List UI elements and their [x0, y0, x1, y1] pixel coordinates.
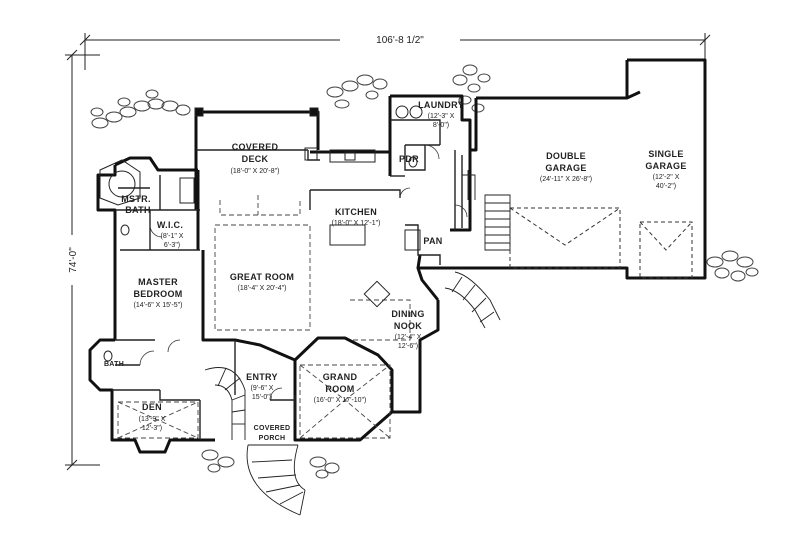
master-bedroom-label-2: BEDROOM — [133, 289, 182, 299]
exterior-walls — [88, 58, 707, 454]
mstr-bath-label: MSTR. — [121, 194, 151, 204]
pan-label: PAN — [423, 236, 442, 246]
great-room-label: GREAT ROOM — [230, 272, 294, 282]
covered-deck-label: COVERED — [232, 142, 279, 152]
wic-label: W.I.C. — [157, 220, 183, 230]
pdr-label: PDR — [399, 154, 419, 164]
covered-porch-label: COVERED — [254, 425, 291, 432]
dining-nook-dims-2: 12'-6") — [398, 343, 418, 350]
stairs-porch-curved — [246, 444, 306, 516]
grand-room-label: GRAND — [323, 372, 358, 382]
garage-doors — [509, 207, 693, 279]
mstr-bath-label-2: BATH — [125, 205, 151, 215]
kitchen-dims: (18'-0" X 12'-1") — [332, 220, 381, 227]
great-room-dims: (18'-4" X 20'-4") — [238, 285, 287, 292]
master-bedroom-label: MASTER — [138, 277, 178, 287]
dining-nook-label-2: NOOK — [394, 321, 422, 331]
laundry-dims-1: (12'-3" X — [428, 113, 455, 120]
room-labels: COVERED DECK (18'-0" X 20'-8") LAUNDRY (… — [104, 100, 686, 442]
fixtures — [99, 105, 423, 362]
double-garage-label-2: GARAGE — [545, 163, 586, 173]
wic-dims-1: (8'-1" X — [161, 233, 184, 240]
master-bedroom-dims: (14'-6" X 15'-5") — [134, 302, 183, 309]
door-swings — [139, 144, 468, 401]
covered-deck-label-2: DECK — [242, 154, 269, 164]
width-label-bg — [340, 33, 460, 45]
depth-label-bg — [64, 235, 80, 285]
den-dims-2: 12'-3") — [142, 425, 162, 432]
overall-depth-label: 74'-0" — [68, 247, 79, 273]
bath-label: BATH — [104, 361, 124, 368]
entry-dims-2: 15'-0") — [252, 394, 272, 401]
laundry-label: LAUNDRY — [418, 100, 464, 110]
wic-dims-2: 6'-3") — [164, 242, 180, 249]
stairs-entry-curved — [204, 367, 246, 440]
grand-room-label-2: ROOM — [325, 384, 354, 394]
overall-width-label: 106'-8 1/2" — [376, 35, 424, 46]
den-label: DEN — [142, 402, 162, 412]
stairs-nook-curved — [444, 271, 501, 329]
double-garage-label: DOUBLE — [546, 151, 586, 161]
grand-room-dims: (16'-0" X 17'-10") — [314, 397, 367, 404]
dining-nook-dims-1: (12'-4" X — [395, 334, 422, 341]
entry-label: ENTRY — [246, 372, 278, 382]
stairs-garage — [462, 170, 511, 251]
landscape-stones — [90, 64, 759, 479]
single-garage-dims-2: 40'-2") — [656, 183, 676, 190]
laundry-dims-2: 8'-0") — [433, 122, 449, 129]
single-garage-dims-1: (12'-2" X — [653, 174, 680, 181]
entry-dims-1: (9'-6" X — [251, 385, 274, 392]
single-garage-label-2: GARAGE — [645, 161, 686, 171]
double-garage-dims: (24'-11" X 26'-8") — [540, 176, 592, 183]
dining-nook-label: DINING — [391, 309, 424, 319]
single-garage-label: SINGLE — [648, 149, 683, 159]
den-dims-1: (13'-9" X — [139, 416, 166, 423]
covered-deck-dims: (18'-0" X 20'-8") — [231, 168, 280, 175]
ceiling-lines — [117, 195, 411, 439]
covered-porch-label-2: PORCH — [259, 435, 286, 442]
kitchen-label: KITCHEN — [335, 207, 377, 217]
